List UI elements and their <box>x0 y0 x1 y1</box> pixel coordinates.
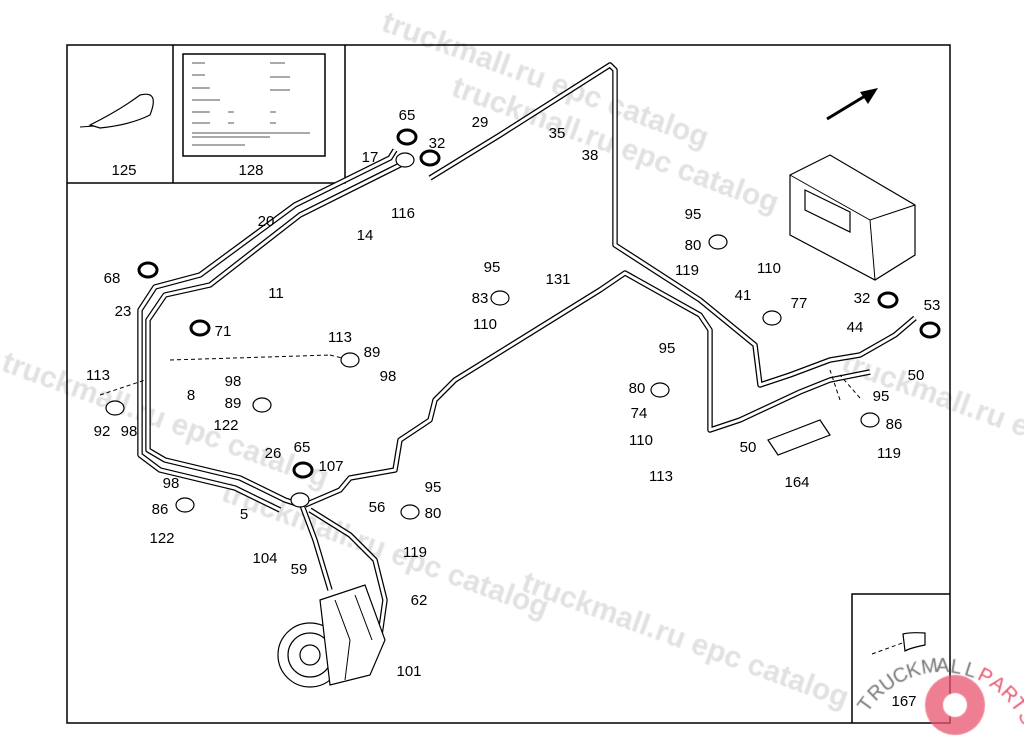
evaporator-unit <box>789 154 916 281</box>
callout-8[interactable]: 8 <box>187 387 195 404</box>
o-ring-icon <box>292 461 314 479</box>
callout-110[interactable]: 110 <box>629 432 653 449</box>
clamp-icon <box>762 310 782 326</box>
inset-label-125[interactable]: 125 <box>111 162 136 179</box>
inset-label-167[interactable]: 167 <box>891 693 916 710</box>
callout-65[interactable]: 65 <box>399 107 416 124</box>
callout-86[interactable]: 86 <box>886 416 903 433</box>
callout-38[interactable]: 38 <box>582 147 599 164</box>
callout-104[interactable]: 104 <box>252 550 277 567</box>
clamp-icon <box>490 290 510 306</box>
callout-32[interactable]: 32 <box>429 135 446 152</box>
cable-tie-icon <box>79 93 154 129</box>
callout-113[interactable]: 113 <box>86 367 110 384</box>
callout-23[interactable]: 23 <box>115 303 132 320</box>
callout-11[interactable]: 11 <box>268 285 284 302</box>
pipe-inner <box>304 271 871 507</box>
callout-35[interactable]: 35 <box>549 125 566 142</box>
clamp-icon <box>252 397 272 413</box>
clamp-icon <box>860 412 880 428</box>
callout-119[interactable]: 119 <box>877 445 901 462</box>
callout-119[interactable]: 119 <box>675 262 699 279</box>
callout-80[interactable]: 80 <box>685 237 702 254</box>
callout-122[interactable]: 122 <box>149 530 174 547</box>
callout-14[interactable]: 14 <box>357 227 374 244</box>
callout-80[interactable]: 80 <box>425 505 442 522</box>
callout-77[interactable]: 77 <box>791 295 808 312</box>
o-ring-icon <box>919 321 941 339</box>
callout-68[interactable]: 68 <box>104 270 121 287</box>
callout-131[interactable]: 131 <box>545 271 570 288</box>
callout-74[interactable]: 74 <box>631 405 648 422</box>
callout-95[interactable]: 95 <box>685 206 702 223</box>
clamp-icon <box>650 382 670 398</box>
callout-98[interactable]: 98 <box>225 373 242 390</box>
callout-65[interactable]: 65 <box>294 439 311 456</box>
callout-17[interactable]: 17 <box>362 149 379 166</box>
clamp-icon <box>395 152 415 168</box>
callout-29[interactable]: 29 <box>472 114 489 131</box>
callout-122[interactable]: 122 <box>213 417 238 434</box>
callout-86[interactable]: 86 <box>152 501 169 518</box>
plug-icon <box>871 632 926 655</box>
callout-107[interactable]: 107 <box>318 458 343 475</box>
clamp-icon <box>290 492 310 508</box>
callout-26[interactable]: 26 <box>265 445 282 462</box>
leader-line <box>169 354 331 361</box>
callout-110[interactable]: 110 <box>757 260 781 277</box>
o-ring-icon <box>419 149 441 167</box>
callout-98[interactable]: 98 <box>380 368 397 385</box>
callout-59[interactable]: 59 <box>291 561 308 578</box>
callout-98[interactable]: 98 <box>163 475 180 492</box>
callout-95[interactable]: 95 <box>873 388 890 405</box>
callout-101[interactable]: 101 <box>396 663 421 680</box>
callout-80[interactable]: 80 <box>629 380 646 397</box>
clamp-icon <box>708 234 728 250</box>
clamp-icon <box>175 497 195 513</box>
callout-95[interactable]: 95 <box>425 479 442 496</box>
clamp-icon <box>400 504 420 520</box>
o-ring-icon <box>877 291 899 309</box>
o-ring-icon <box>396 128 418 146</box>
callout-116[interactable]: 116 <box>391 205 415 222</box>
grommet-icon <box>189 319 211 337</box>
label-sheet-icon <box>182 53 326 157</box>
callout-53[interactable]: 53 <box>924 297 941 314</box>
callout-110[interactable]: 110 <box>473 316 497 333</box>
callout-95[interactable]: 95 <box>484 259 501 276</box>
callout-164[interactable]: 164 <box>784 474 809 491</box>
callout-95[interactable]: 95 <box>659 340 676 357</box>
callout-32[interactable]: 32 <box>854 290 871 307</box>
callout-71[interactable]: 71 <box>215 323 232 340</box>
callout-44[interactable]: 44 <box>847 319 864 336</box>
clamp-icon <box>105 400 125 416</box>
callout-50[interactable]: 50 <box>908 367 925 384</box>
callout-113[interactable]: 113 <box>328 329 352 346</box>
inset-label-128[interactable]: 128 <box>238 162 263 179</box>
callout-20[interactable]: 20 <box>258 213 275 230</box>
callout-113[interactable]: 113 <box>649 468 673 485</box>
callout-50[interactable]: 50 <box>740 439 757 456</box>
direction-arrow-icon <box>826 88 878 121</box>
clamp-icon <box>340 352 360 368</box>
grommet-icon <box>137 261 159 279</box>
callout-92[interactable]: 92 <box>94 423 111 440</box>
callout-5[interactable]: 5 <box>240 506 248 523</box>
compressor <box>277 584 386 688</box>
callout-41[interactable]: 41 <box>735 287 752 304</box>
callout-89[interactable]: 89 <box>364 344 381 361</box>
callout-89[interactable]: 89 <box>225 395 242 412</box>
callout-119[interactable]: 119 <box>403 544 427 561</box>
bracket-164 <box>767 419 831 456</box>
callout-83[interactable]: 83 <box>472 290 489 307</box>
leader-line <box>829 369 841 401</box>
callout-62[interactable]: 62 <box>411 592 428 609</box>
callout-98[interactable]: 98 <box>121 423 138 440</box>
callout-56[interactable]: 56 <box>369 499 386 516</box>
